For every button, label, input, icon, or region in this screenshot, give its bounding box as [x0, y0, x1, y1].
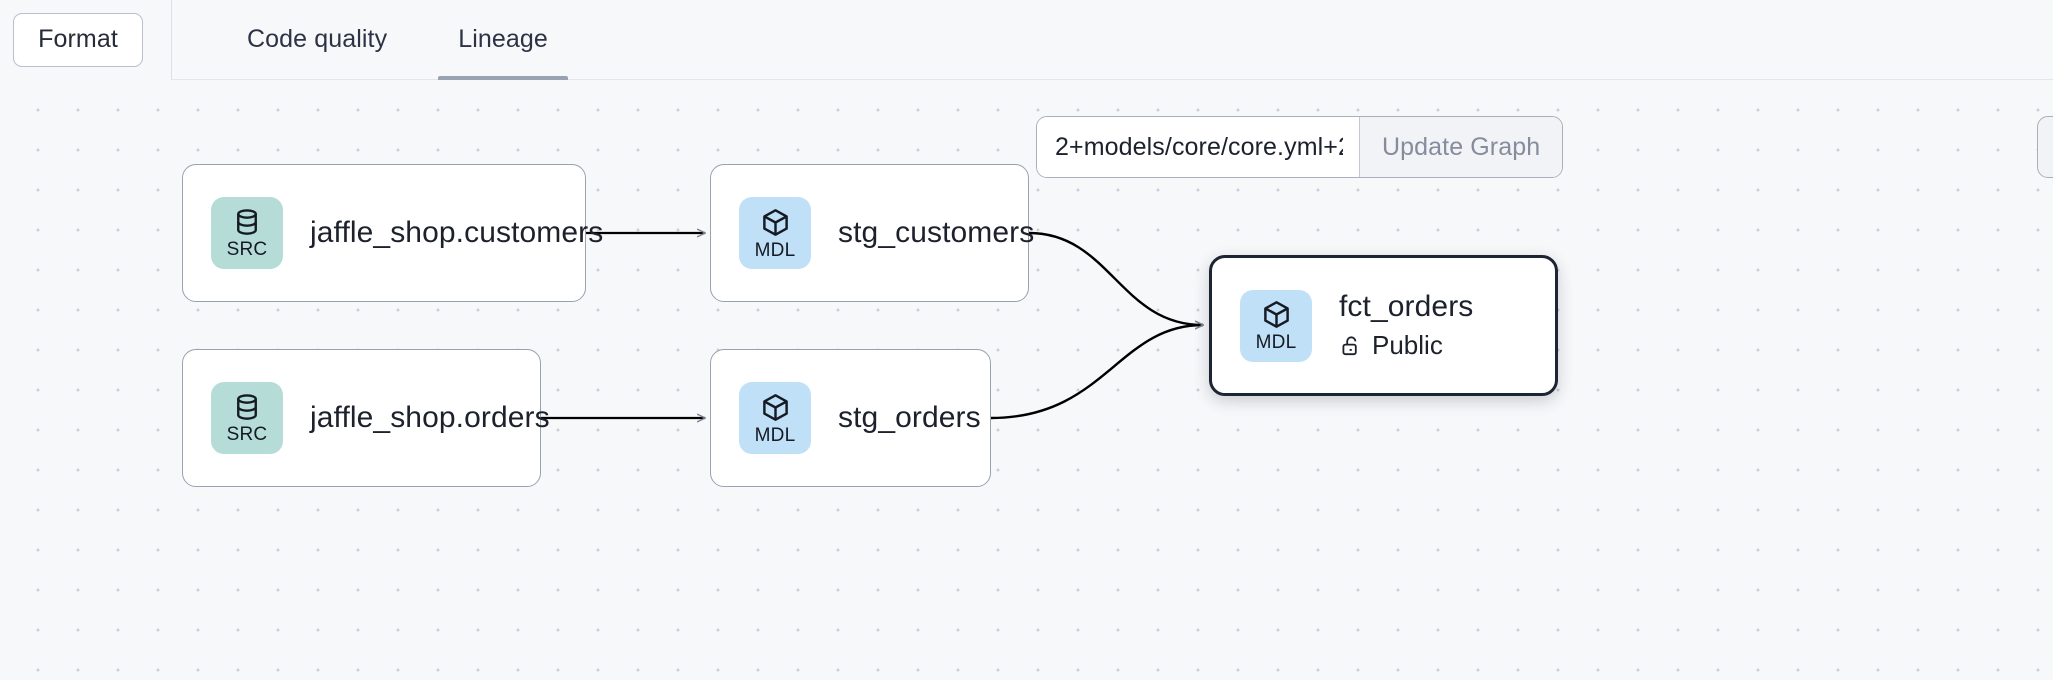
- graph-overflow-control[interactable]: [2037, 116, 2053, 178]
- cube-icon: [1263, 301, 1289, 328]
- format-button-zone: Format: [0, 0, 172, 80]
- src-badge-label: SRC: [226, 239, 268, 260]
- tab-bar: Code quality Lineage: [172, 0, 568, 80]
- node-body: fct_orders Public: [1339, 290, 1473, 362]
- lineage-node-stg-customers[interactable]: MDL stg_customers: [710, 164, 1034, 302]
- edge-stg-customers-to-fct-orders: [1028, 231, 1203, 325]
- node-body: stg_customers: [838, 216, 1034, 251]
- top-toolbar: Format Code quality Lineage: [0, 0, 2053, 80]
- src-badge-label: SRC: [226, 424, 268, 445]
- node-title: jaffle_shop.orders: [310, 400, 550, 434]
- tab-code-quality[interactable]: Code quality: [247, 25, 388, 53]
- mdl-badge: MDL: [1240, 289, 1312, 362]
- node-access-row: Public: [1339, 330, 1473, 361]
- graph-selector-input[interactable]: [1037, 117, 1359, 177]
- node-access-label: Public: [1372, 330, 1443, 361]
- graph-selector-control: Update Graph: [1036, 116, 1564, 178]
- format-button[interactable]: Format: [13, 12, 143, 67]
- cube-icon: [762, 208, 788, 236]
- src-badge: SRC: [211, 382, 283, 454]
- node-title: fct_orders: [1339, 289, 1474, 323]
- tab-lineage[interactable]: Lineage: [438, 0, 568, 80]
- update-graph-button[interactable]: Update Graph: [1359, 117, 1563, 177]
- lineage-node-stg-orders[interactable]: MDL stg_orders: [710, 349, 991, 487]
- lineage-canvas[interactable]: SRC jaffle_shop.customers SRC jaffle_sho…: [0, 80, 2053, 680]
- lineage-node-jaffle-shop-customers[interactable]: SRC jaffle_shop.customers: [182, 164, 603, 302]
- node-title: jaffle_shop.customers: [310, 215, 604, 249]
- unlock-icon: [1342, 336, 1357, 355]
- mdl-badge-label: MDL: [754, 239, 796, 261]
- cube-icon: [762, 393, 788, 421]
- node-body: stg_orders: [838, 401, 981, 436]
- node-title: stg_customers: [838, 215, 1035, 249]
- mdl-badge: MDL: [739, 197, 811, 269]
- mdl-badge: MDL: [739, 382, 811, 454]
- mdl-badge-label: MDL: [754, 424, 796, 446]
- lineage-node-jaffle-shop-orders[interactable]: SRC jaffle_shop.orders: [182, 349, 550, 487]
- database-icon: [237, 394, 257, 420]
- src-badge: SRC: [211, 197, 283, 269]
- lineage-node-fct-orders[interactable]: MDL fct_orders Public: [1209, 255, 1558, 396]
- node-body: jaffle_shop.customers: [310, 216, 603, 251]
- mdl-badge-label: MDL: [1255, 332, 1297, 353]
- node-body: jaffle_shop.orders: [310, 401, 550, 436]
- edge-stg-orders-to-fct-orders: [990, 325, 1203, 420]
- node-title: stg_orders: [838, 400, 981, 434]
- database-icon: [237, 209, 257, 235]
